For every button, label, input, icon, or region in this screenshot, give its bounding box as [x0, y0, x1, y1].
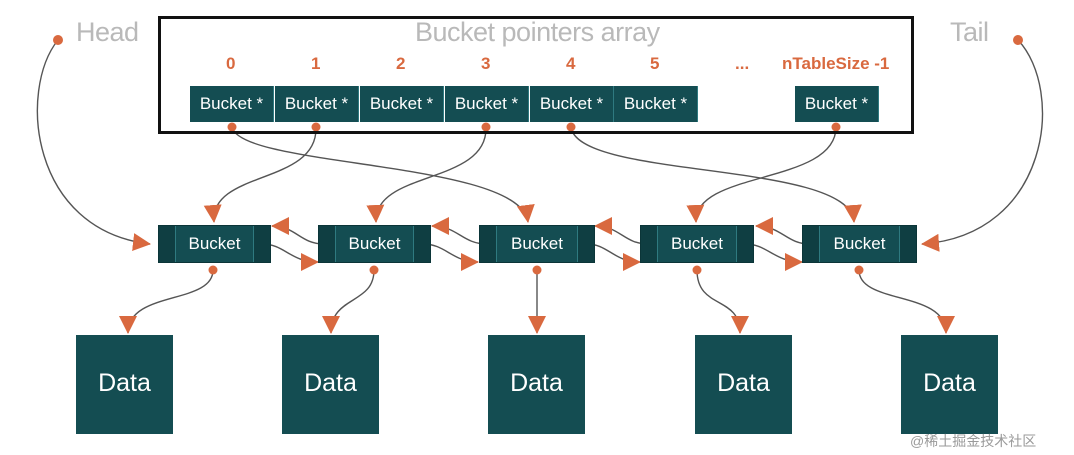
pointer-4	[570, 126, 862, 223]
pointer-3	[366, 126, 487, 223]
cell-dot-1	[311, 122, 321, 132]
index-last: nTableSize -1	[782, 54, 890, 73]
bucket-node-label: Bucket	[671, 234, 723, 253]
cell-dot-last	[831, 122, 841, 132]
data-link-4	[696, 269, 749, 334]
bucket-node-label: Bucket	[348, 234, 401, 253]
data-box-1: Data	[76, 335, 173, 434]
array-cell-4: Bucket *	[530, 86, 614, 122]
head-label: Head	[76, 17, 139, 47]
bucket-node-5: Bucket	[802, 225, 917, 263]
array-cell-0: Bucket *	[190, 86, 274, 122]
next-link-2	[422, 243, 479, 271]
prev-link-2	[271, 217, 325, 245]
index-4: 4	[566, 54, 576, 73]
pointer-0	[231, 126, 535, 223]
head-arrow	[36, 39, 151, 251]
cell-dot-3	[481, 122, 491, 132]
array-cell-last: Bucket *	[795, 86, 879, 122]
data-box-4: Data	[695, 335, 792, 434]
bucket-node-label: Bucket	[188, 234, 241, 253]
data-box-3: Data	[488, 335, 585, 434]
data-link-5	[858, 269, 955, 334]
node-dot-2	[369, 265, 379, 275]
array-cell-3: Bucket *	[445, 86, 529, 122]
pointer-last	[686, 126, 837, 223]
bucket-node-label: Bucket	[511, 234, 563, 253]
bucket-node-3: Bucket	[479, 225, 595, 263]
array-cell-2: Bucket *	[360, 86, 444, 122]
array-cell-5: Bucket *	[614, 86, 698, 122]
index-1: 1	[311, 54, 321, 73]
index-5: 5	[650, 54, 660, 73]
array-cell-1: Bucket *	[275, 86, 359, 122]
data-box-5: Data	[901, 335, 998, 434]
pointer-1	[203, 126, 317, 223]
data-box-2: Data	[282, 335, 379, 434]
cell-dot-4	[566, 122, 576, 132]
data-link-2	[322, 269, 375, 334]
index-2: 2	[396, 54, 406, 73]
node-dot-1	[208, 265, 218, 275]
bucket-array-frame	[158, 16, 914, 134]
bucket-node-4: Bucket	[640, 225, 754, 263]
index-ellipsis: ...	[735, 54, 750, 73]
node-dot-3	[532, 265, 542, 275]
tail-label: Tail	[950, 17, 989, 47]
cell-dot-0	[227, 122, 237, 132]
head-dot	[53, 35, 63, 45]
bucket-node-2: Bucket	[318, 225, 431, 263]
tail-dot	[1013, 35, 1023, 45]
node-dot-4	[692, 265, 702, 275]
bucket-node-1: Bucket	[158, 225, 271, 263]
node-dot-5	[854, 265, 864, 275]
tail-arrow	[921, 39, 1044, 252]
watermark: @稀土掘金技术社区	[910, 433, 1037, 449]
data-link-1	[119, 269, 214, 334]
bucket-node-label: Bucket	[833, 234, 886, 253]
index-0: 0	[226, 54, 236, 73]
index-3: 3	[481, 54, 491, 73]
array-title: Bucket pointers array	[415, 17, 660, 47]
